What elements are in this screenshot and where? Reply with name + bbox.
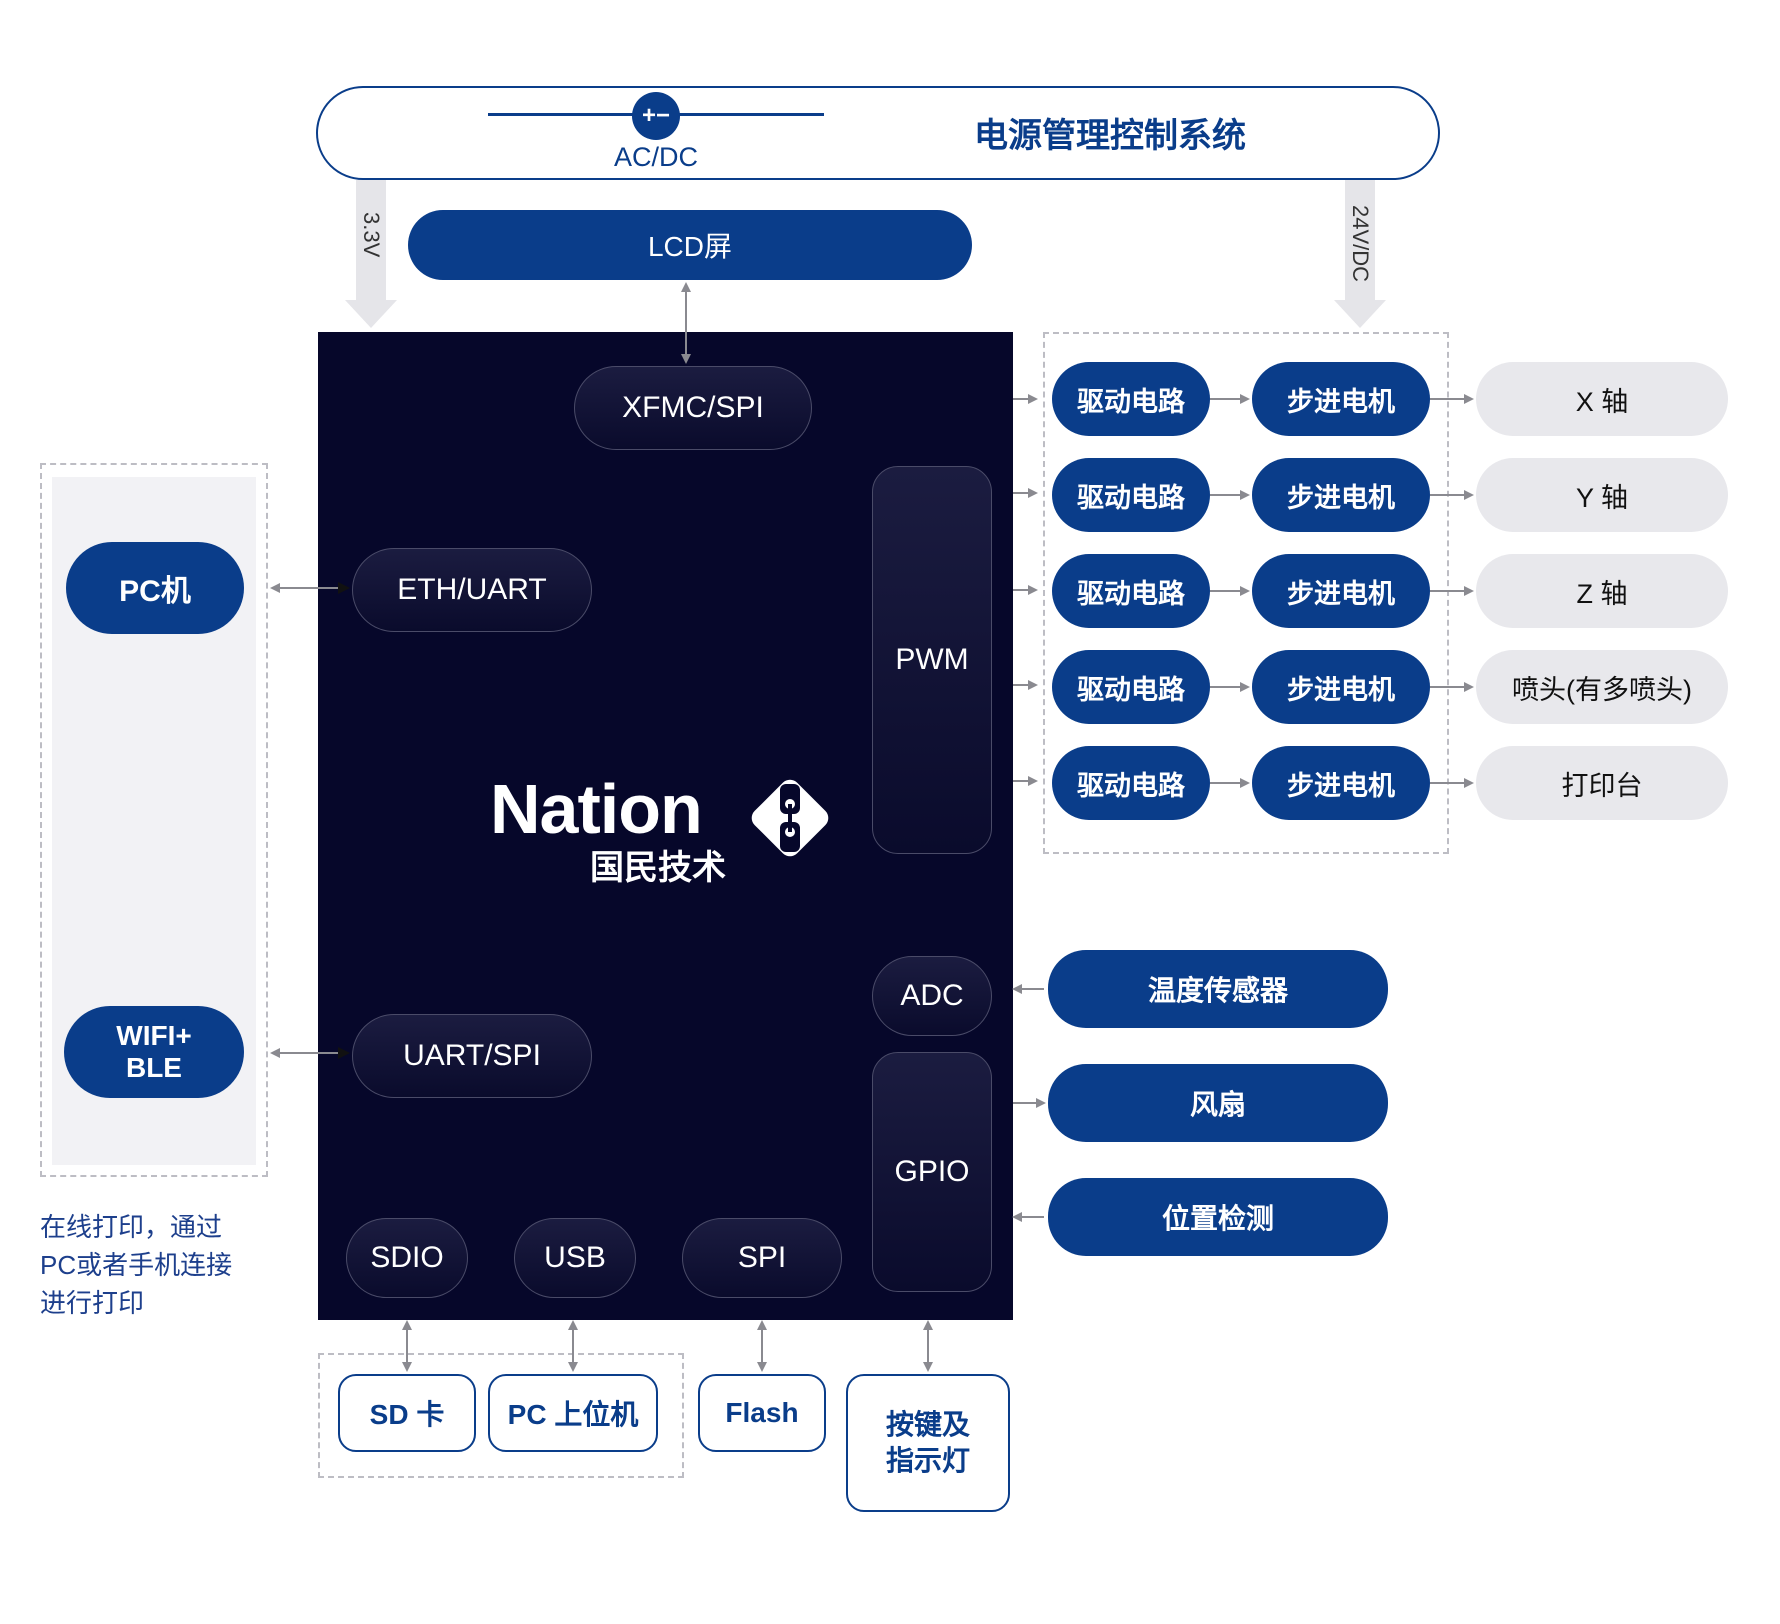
motion-target: X 轴	[1476, 362, 1728, 436]
xfmc-spi-interface: XFMC/SPI	[574, 366, 812, 450]
fan: 风扇	[1048, 1064, 1388, 1142]
voltage-24v-label: 24V/DC	[1348, 205, 1373, 283]
adc-interface: ADC	[872, 956, 992, 1036]
stepper-motor: 步进电机	[1252, 746, 1430, 820]
storage-group-dashed	[318, 1353, 684, 1478]
motion-target: Z 轴	[1476, 554, 1728, 628]
driver-circuit: 驱动电路	[1052, 362, 1210, 436]
spi-interface: SPI	[682, 1218, 842, 1298]
motion-target: Y 轴	[1476, 458, 1728, 532]
nation-logo-cn: 国民技术	[590, 849, 726, 887]
acdc-symbol-icon: +−	[632, 92, 680, 140]
sd-card: SD 卡	[338, 1374, 476, 1452]
eth-uart-interface: ETH/UART	[352, 548, 592, 632]
voltage-24v-arrow-head	[1334, 300, 1386, 328]
temperature-sensor: 温度传感器	[1048, 950, 1388, 1028]
usb-interface: USB	[514, 1218, 636, 1298]
motion-target: 喷头(有多喷头)	[1476, 650, 1728, 724]
stepper-motor: 步进电机	[1252, 362, 1430, 436]
voltage-3v3-arrow-stem	[356, 180, 386, 302]
position-detection: 位置检测	[1048, 1178, 1388, 1256]
nation-logo-text: Nation	[490, 770, 703, 848]
keys-and-indicators: 按键及 指示灯	[846, 1374, 1010, 1512]
pc-host: PC 上位机	[488, 1374, 658, 1452]
voltage-3v3-arrow-head	[345, 300, 397, 328]
driver-circuit: 驱动电路	[1052, 554, 1210, 628]
acdc-label: AC/DC	[613, 141, 698, 172]
motion-target: 打印台	[1476, 746, 1728, 820]
driver-circuit: 驱动电路	[1052, 650, 1210, 724]
flash: Flash	[698, 1374, 826, 1452]
connectivity-panel	[40, 463, 268, 1177]
driver-circuit: 驱动电路	[1052, 746, 1210, 820]
lcd-screen: LCD屏	[408, 210, 972, 280]
gpio-interface: GPIO	[872, 1052, 992, 1292]
power-title: 电源管理控制系统	[974, 116, 1246, 155]
power-management-bar	[316, 86, 1440, 180]
voltage-3v3-label: 3.3V	[359, 212, 384, 258]
stepper-motor: 步进电机	[1252, 458, 1430, 532]
nation-logo-icon	[751, 779, 829, 857]
online-print-note: 在线打印，通过 PC或者手机连接 进行打印	[40, 1212, 233, 1318]
stepper-motor: 步进电机	[1252, 650, 1430, 724]
motor-group-dashed	[1043, 332, 1449, 854]
sdio-interface: SDIO	[346, 1218, 468, 1298]
pwm-interface: PWM	[872, 466, 992, 854]
wifi-ble-node: WIFI+ BLE	[64, 1006, 244, 1098]
driver-circuit: 驱动电路	[1052, 458, 1210, 532]
stepper-motor: 步进电机	[1252, 554, 1430, 628]
pc-node: PC机	[66, 542, 244, 634]
voltage-24v-arrow-stem	[1345, 180, 1375, 302]
uart-spi-interface: UART/SPI	[352, 1014, 592, 1098]
